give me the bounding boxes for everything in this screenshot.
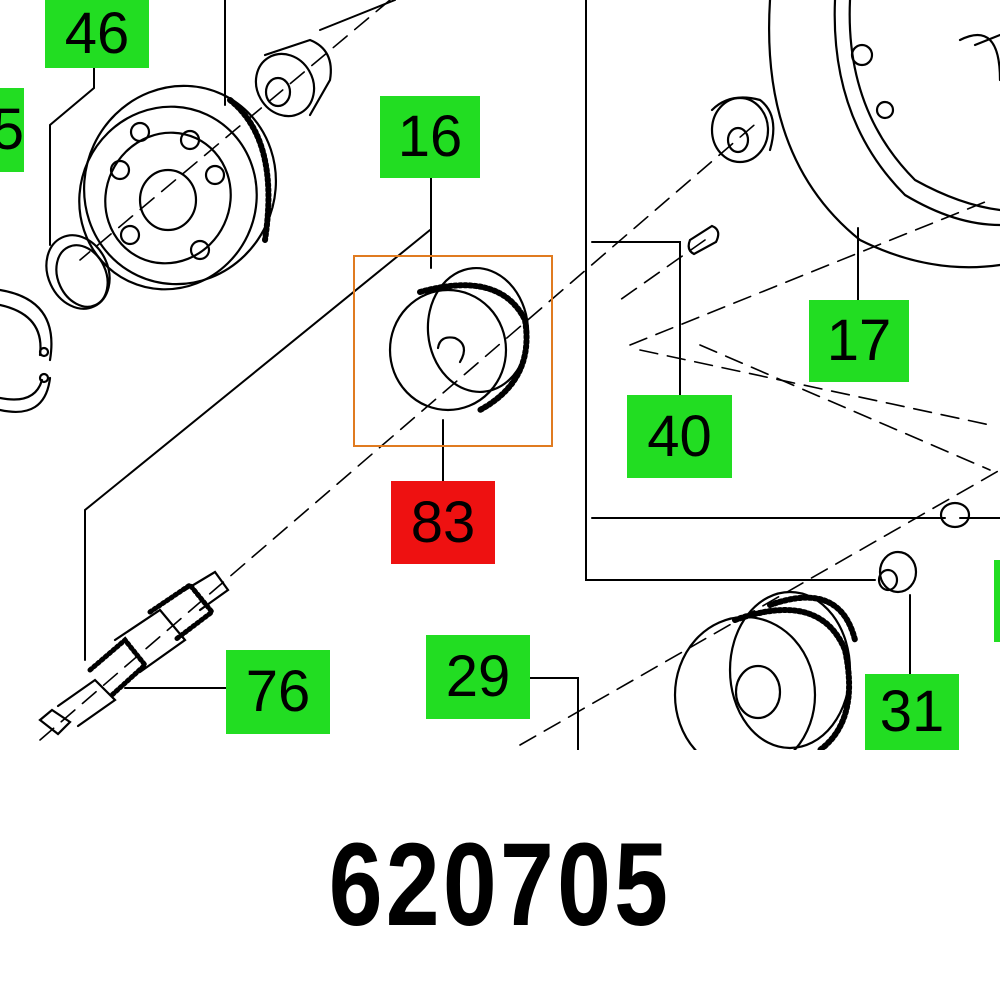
exploded-view-drawing: [0, 0, 1000, 750]
pin: [687, 224, 720, 256]
bushing-top: [254, 38, 332, 118]
highlight-frame: [353, 255, 553, 447]
callout-partial-right: [994, 560, 1000, 642]
pinion-shaft: [38, 570, 230, 736]
callout-40[interactable]: 40: [627, 395, 732, 478]
housing-cover: [768, 0, 1000, 269]
double-gear: [673, 590, 858, 750]
callout-5[interactable]: 5: [0, 88, 24, 172]
callout-29[interactable]: 29: [426, 635, 530, 719]
bushing-31: [877, 550, 918, 594]
callout-31[interactable]: 31: [865, 674, 959, 750]
highlighted-gear: [388, 266, 530, 413]
callout-46[interactable]: 46: [45, 0, 149, 68]
callout-83[interactable]: 83: [391, 481, 495, 564]
part-number: 620705: [328, 819, 672, 951]
callout-17[interactable]: 17: [809, 300, 909, 382]
gear-large-left: [78, 84, 278, 291]
bushing-right: [710, 96, 775, 164]
circlip: [0, 288, 53, 413]
assembly-axis-lines: [39, 0, 1000, 746]
callout-16[interactable]: 16: [380, 96, 480, 178]
callout-76[interactable]: 76: [226, 650, 330, 734]
leader-lines: [49, 0, 1000, 750]
small-ring-right: [939, 501, 971, 529]
retaining-ring: [45, 234, 111, 310]
